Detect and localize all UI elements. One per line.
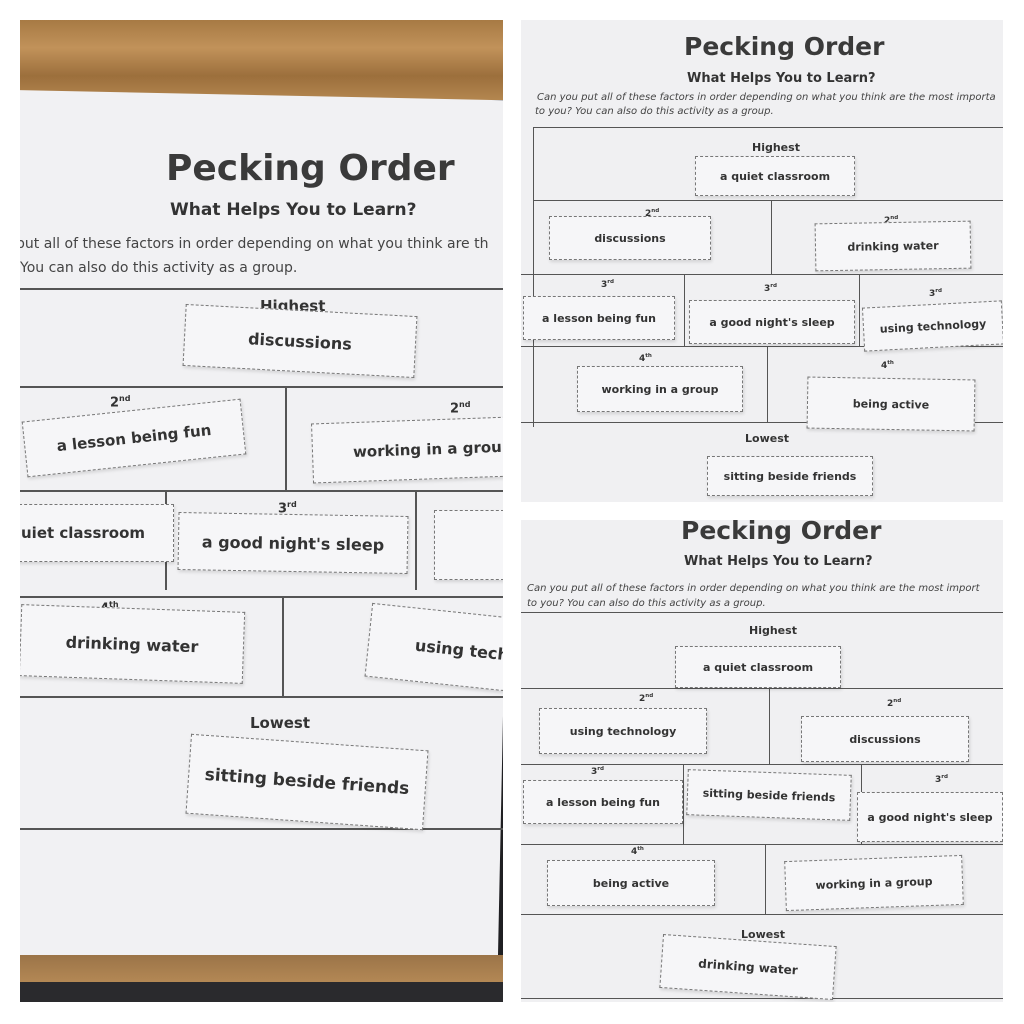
factor-card-third-blank[interactable] [434,510,503,580]
factor-card-fourth[interactable]: using techn [364,602,503,692]
grid-line [20,696,503,698]
third-place-label: 3rd [764,283,778,294]
lowest-label: Lowest [250,714,310,732]
instructions-line-1: Can you put all of these factors in orde… [527,583,980,594]
fourth-place-label: 4th [639,353,652,364]
worksheet-subtitle: What Helps You to Learn? [170,200,417,220]
photo-left-worksheet: Pecking Order What Helps You to Learn? p… [20,20,503,1002]
grid-line [20,596,503,598]
third-place-label: 3rd [929,288,943,299]
factor-card-third[interactable]: uiet classroom [20,504,174,562]
factor-card-fourth[interactable]: being active [547,860,715,906]
wooden-table-edge [20,955,503,985]
grid-line [769,688,770,764]
grid-line [683,764,684,844]
second-place-label: 2nd [645,208,660,219]
instructions-line-2: to you? You can also do this activity as… [535,106,774,117]
factor-card-third[interactable]: a lesson being fun [523,296,675,340]
highest-label: Highest [752,141,800,154]
grid-line [282,596,284,696]
fourth-place-label: 4th [631,846,644,857]
grid-line [521,764,1003,765]
grid-line [521,998,1003,999]
grid-line [521,844,1003,845]
factor-card-second[interactable]: drinking water [814,220,972,272]
factor-card-second[interactable]: working in a grou [311,416,503,484]
grid-line [533,127,534,427]
grid-line [20,288,503,290]
third-place-label: 3rd [935,774,949,785]
worksheet-subtitle: What Helps You to Learn? [687,71,876,86]
factor-card-third[interactable]: a lesson being fun [523,780,683,824]
factor-card-second[interactable]: using technology [539,708,707,754]
grid-line [521,612,1003,613]
grid-line [415,490,417,590]
third-place-label: 3rd [278,500,297,517]
instructions-line-2: to you? You can also do this activity as… [527,598,766,609]
grid-line [533,200,1003,201]
third-place-label: 3rd [591,766,605,777]
wooden-table-top [20,20,503,100]
grid-line [765,844,766,914]
instructions-line-1: Can you put all of these factors in orde… [537,92,996,103]
second-place-label: 2nd [450,400,471,417]
factor-card-lowest[interactable]: sitting beside friends [707,456,873,496]
grid-line [521,688,1003,689]
worksheet-subtitle: What Helps You to Learn? [684,554,873,569]
factor-card-fourth[interactable]: drinking water [20,604,246,684]
factor-card-fourth[interactable]: being active [806,376,976,432]
factor-card-third[interactable]: using technology [861,300,1003,352]
factor-card-second[interactable]: discussions [801,716,969,762]
factor-card-third[interactable]: a good night's sleep [177,511,409,575]
worksheet-title: Pecking Order [681,520,882,545]
grid-line [767,346,768,422]
fourth-place-label: 4th [881,360,894,371]
grid-line [521,274,1003,275]
grid-line [684,274,685,346]
factor-card-second[interactable]: discussions [549,216,711,260]
floor-shadow [20,982,503,1002]
factor-card-third[interactable]: sitting beside friends [686,769,852,821]
factor-card-highest[interactable]: a quiet classroom [675,646,841,688]
instructions-line-1: put all of these factors in order depend… [20,236,489,252]
second-place-label: 2nd [887,698,902,709]
lowest-label: Lowest [745,432,789,445]
third-place-label: 3rd [601,279,615,290]
highest-label: Highest [749,624,797,637]
lowest-label: Lowest [741,928,785,941]
second-place-label: 2nd [884,215,899,226]
grid-line [521,346,1003,347]
photo-bottom-right-worksheet: Pecking Order What Helps You to Learn? C… [521,520,1003,1002]
second-place-label: 2nd [639,693,654,704]
worksheet-title: Pecking Order [684,32,885,61]
grid-line [20,386,503,388]
worksheet-title: Pecking Order [166,148,455,189]
instructions-line-2: You can also do this activity as a group… [20,260,298,276]
grid-line [20,828,503,830]
grid-line [20,490,503,492]
factor-card-fourth[interactable]: working in a group [784,854,964,912]
grid-line [285,386,287,490]
grid-line [533,127,1003,128]
factor-card-highest[interactable]: a quiet classroom [695,156,855,196]
factor-card-third[interactable]: a good night's sleep [857,792,1003,842]
factor-card-third[interactable]: a good night's sleep [689,300,855,344]
second-place-label: 2nd [110,394,131,411]
factor-card-lowest[interactable]: sitting beside friends [185,733,429,831]
factor-card-fourth[interactable]: working in a group [577,366,743,412]
photo-top-right-worksheet: Pecking Order What Helps You to Learn? C… [521,20,1003,502]
grid-line [859,274,860,346]
grid-line [771,200,772,274]
grid-line [521,914,1003,915]
factor-card-highest[interactable]: discussions [182,303,418,379]
grid-line [521,422,1003,423]
